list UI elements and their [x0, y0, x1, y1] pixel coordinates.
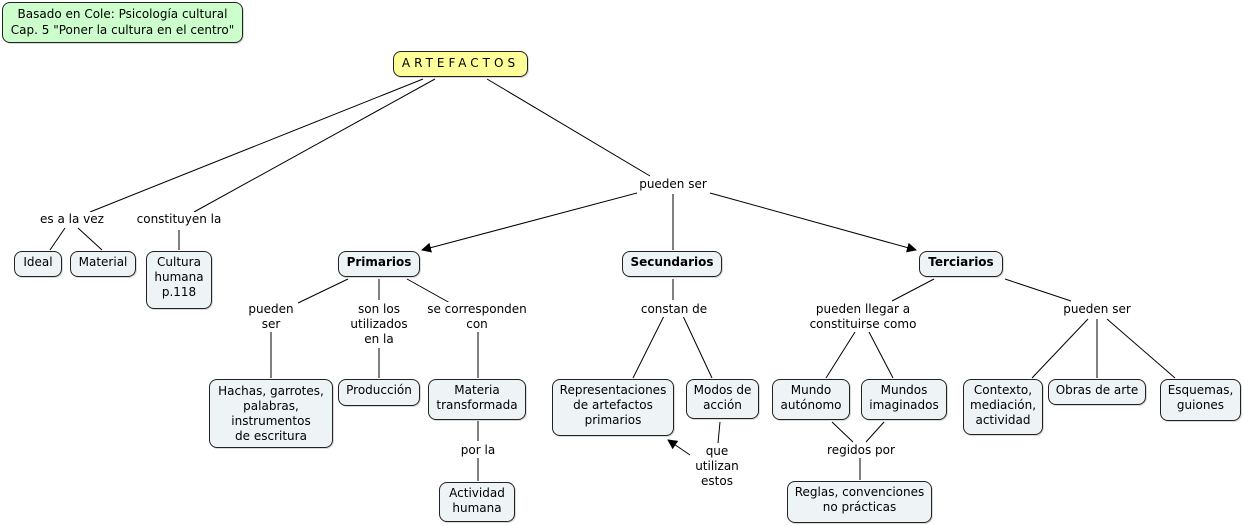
concept-mundos-imaginados[interactable]: Mundos imaginados	[861, 379, 947, 420]
line-puedenser-esquemas	[1106, 318, 1176, 379]
source-note: Basado en Cole: Psicología cultural Cap.…	[2, 2, 243, 43]
concept-modos-de-accion[interactable]: Modos de acción	[686, 379, 759, 419]
concept-materia-transformada[interactable]: Materia transformada	[428, 379, 526, 420]
line-pueden-primarios	[421, 192, 638, 253]
link-constan-de: constan de	[636, 302, 712, 317]
line-prim-corresponden	[406, 278, 451, 304]
concept-cultura-humana[interactable]: Cultura humana p.118	[146, 251, 212, 309]
concept-representaciones[interactable]: Representaciones de artefactos primarios	[552, 379, 674, 436]
line-imaginados-regidos	[865, 421, 885, 443]
line-modos-que	[717, 421, 721, 444]
line-root-es-a-la-vez	[89, 78, 424, 213]
concept-material[interactable]: Material	[70, 251, 136, 277]
line-autonomo-regidos	[831, 421, 854, 443]
root-concept-artefactos[interactable]: ARTEFACTOS	[393, 51, 528, 77]
link-regidos-por: regidos por	[822, 443, 900, 458]
concept-secundarios[interactable]: Secundarios	[622, 251, 722, 277]
line-terc-llegar	[891, 278, 935, 302]
line-terc-puedenser	[1004, 278, 1072, 302]
line-llegar-autonomo	[825, 331, 856, 379]
line-puedenser-contexto	[1031, 318, 1089, 379]
link-que-utilizan-estos: que utilizan estos	[692, 444, 742, 489]
concept-mundo-autonomo[interactable]: Mundo autónomo	[772, 379, 850, 420]
link-es-a-la-vez: es a la vez	[33, 212, 111, 227]
line-root-constituyen	[193, 78, 436, 213]
link-pueden-ser-terciarios: pueden ser	[1058, 302, 1136, 317]
line-vez-ideal	[49, 227, 66, 251]
concept-esquemas[interactable]: Esquemas, guiones	[1160, 379, 1241, 421]
concept-contexto[interactable]: Contexto, mediación, actividad	[963, 379, 1043, 435]
link-pueden-llegar: pueden llegar a constituirse como	[803, 302, 923, 332]
line-root-pueden-ser	[486, 78, 651, 177]
line-que-repr	[667, 439, 691, 456]
concept-reglas[interactable]: Reglas, convenciones no prácticas	[787, 481, 932, 523]
link-constituyen-la: constituyen la	[133, 212, 225, 227]
line-constan-repr	[632, 315, 665, 379]
concept-hachas[interactable]: Hachas, garrotes, palabras, instrumentos…	[209, 379, 333, 448]
line-vez-material	[77, 227, 103, 251]
line-constan-modos	[682, 315, 713, 379]
link-pueden-ser-main: pueden ser	[634, 177, 712, 192]
line-prim-pueden	[297, 278, 349, 304]
concept-primarios[interactable]: Primarios	[338, 251, 420, 277]
concept-produccion[interactable]: Producción	[338, 379, 420, 406]
line-pueden-terciarios	[709, 192, 917, 253]
line-llegar-imaginados	[868, 331, 894, 379]
link-son-los-utilizados: son los utilizados en la	[344, 302, 414, 347]
link-se-corresponden: se corresponden con	[424, 302, 530, 332]
concept-obras-de-arte[interactable]: Obras de arte	[1048, 379, 1146, 405]
concept-ideal[interactable]: Ideal	[14, 251, 62, 277]
concept-terciarios[interactable]: Terciarios	[919, 251, 1003, 277]
link-por-la: por la	[455, 443, 501, 458]
concept-actividad-humana[interactable]: Actividad humana	[439, 482, 515, 522]
link-pueden-ser-primarios: pueden ser	[244, 302, 298, 332]
